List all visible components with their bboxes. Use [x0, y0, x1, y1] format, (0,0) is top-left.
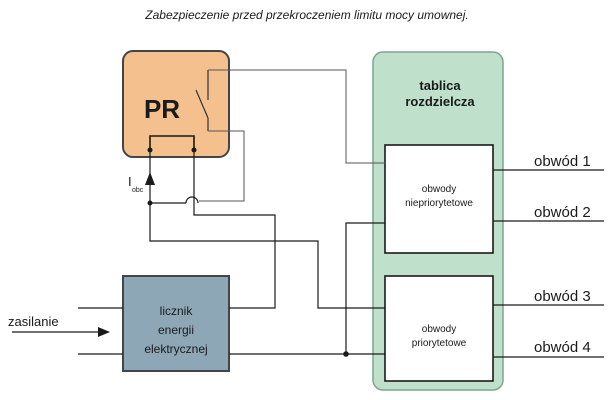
diagram-title: Zabezpieczenie przed przekroczeniem limi…: [144, 8, 468, 22]
relay-pr-label: PR: [144, 94, 180, 124]
priority-label-line1: obwody: [422, 324, 456, 335]
junction-dot: [147, 147, 153, 153]
energy-meter-box: [122, 275, 230, 372]
junction-dot: [343, 351, 349, 357]
nonpriority-circuits-box: [384, 144, 494, 254]
priority-label-line2: priorytetowe: [412, 338, 467, 349]
supply-arrow-icon: [12, 327, 110, 337]
panel-label-line1: tablica: [419, 78, 461, 93]
current-arrow: [145, 172, 155, 185]
meter-label-line2: energii: [158, 323, 194, 337]
relay-pr-box: [122, 50, 230, 158]
meter-label-line3: elektrycznej: [144, 342, 207, 356]
nonpriority-label-line1: obwody: [422, 184, 456, 195]
priority-circuits-box: [384, 275, 494, 382]
nonpriority-label-line2: niepriorytetowe: [405, 198, 473, 209]
supply-label: zasilanie: [8, 314, 59, 329]
relay-contact: [195, 70, 209, 131]
circuit-label-3: obwód 3: [534, 288, 591, 305]
junction-dot: [191, 147, 197, 153]
junction-dots: [147, 147, 349, 357]
panel-label-line2: rozdzielcza: [405, 94, 475, 109]
meter-label-line1: licznik: [160, 304, 194, 318]
relay-coil-wire: [149, 135, 195, 150]
circuit-label-4: obwód 4: [534, 339, 591, 356]
main-wires: [78, 150, 604, 358]
current-label: I: [128, 174, 132, 189]
circuit-label-2: obwód 2: [534, 204, 591, 221]
relay-contact-wires: [199, 69, 385, 202]
current-label-main: I: [128, 174, 132, 189]
junction-dot: [147, 200, 153, 206]
circuit-label-1: obwód 1: [534, 153, 591, 170]
current-label-sub: obc: [132, 187, 144, 194]
